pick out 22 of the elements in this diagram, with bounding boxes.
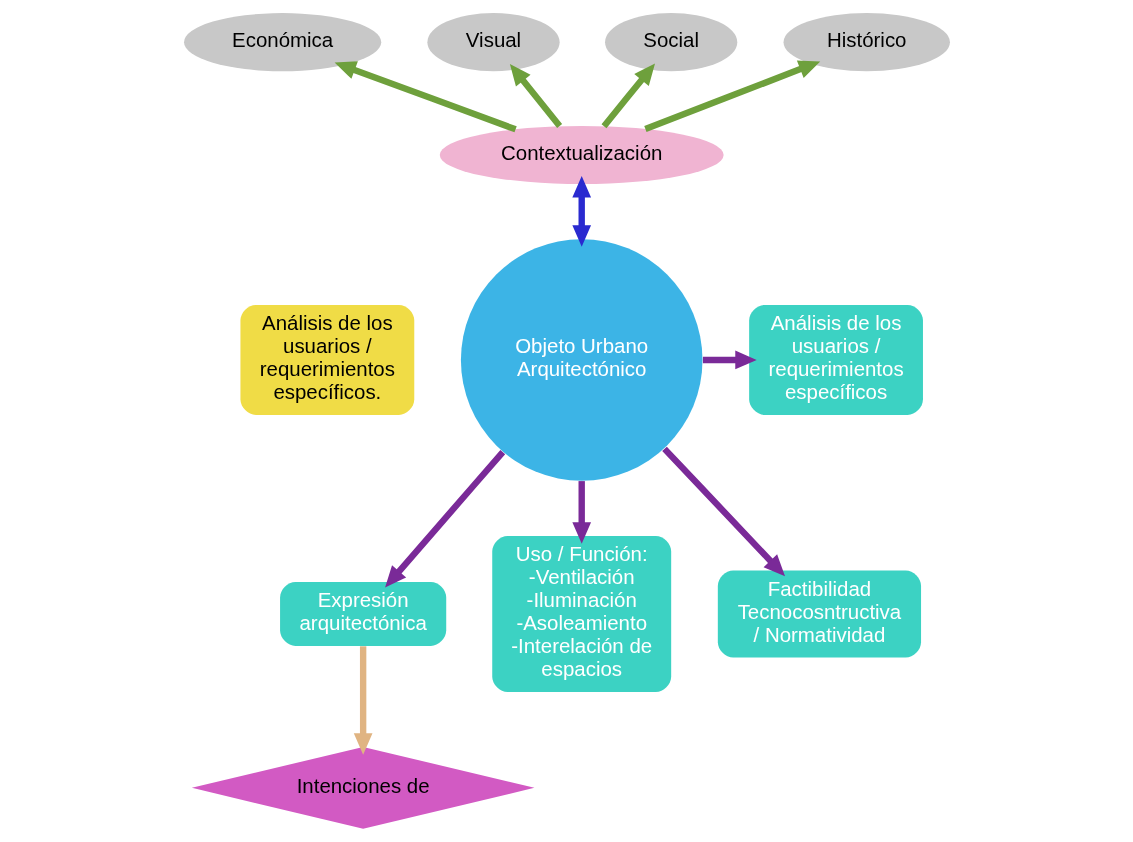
node-box: Factibilidad Tecnocosntructiva / Normatividad [717, 570, 921, 658]
node-circle: Objeto Urbano Arquitectónico [460, 239, 702, 481]
arrow [702, 350, 757, 370]
node-box: Expresión arquitectónica [279, 582, 446, 646]
arrow [571, 481, 591, 544]
node-box: Uso / Función: -Ventilación -Iluminación -Asoleamiento -Interelación de espacios [491, 536, 671, 692]
arrow [334, 61, 517, 133]
node-ellipse: Histórico [783, 13, 950, 72]
node-diamond: Intenciones de [191, 746, 534, 829]
node-ellipse: Social [604, 13, 737, 72]
node-box: Análisis de los usuarios / requerimientos específicos [748, 305, 923, 415]
node-box: Análisis de los usuarios / requerimientos específicos. [239, 305, 414, 415]
arrow [353, 646, 372, 755]
node-ellipse: Visual [426, 13, 560, 72]
arrow [571, 176, 591, 247]
node-ellipse: Económica [183, 13, 381, 72]
arrow [509, 63, 562, 129]
arrow [661, 446, 785, 577]
arrow [643, 60, 820, 133]
arrow [601, 63, 655, 129]
arrow [384, 449, 505, 588]
node-ellipse: Contextualización [439, 125, 724, 185]
